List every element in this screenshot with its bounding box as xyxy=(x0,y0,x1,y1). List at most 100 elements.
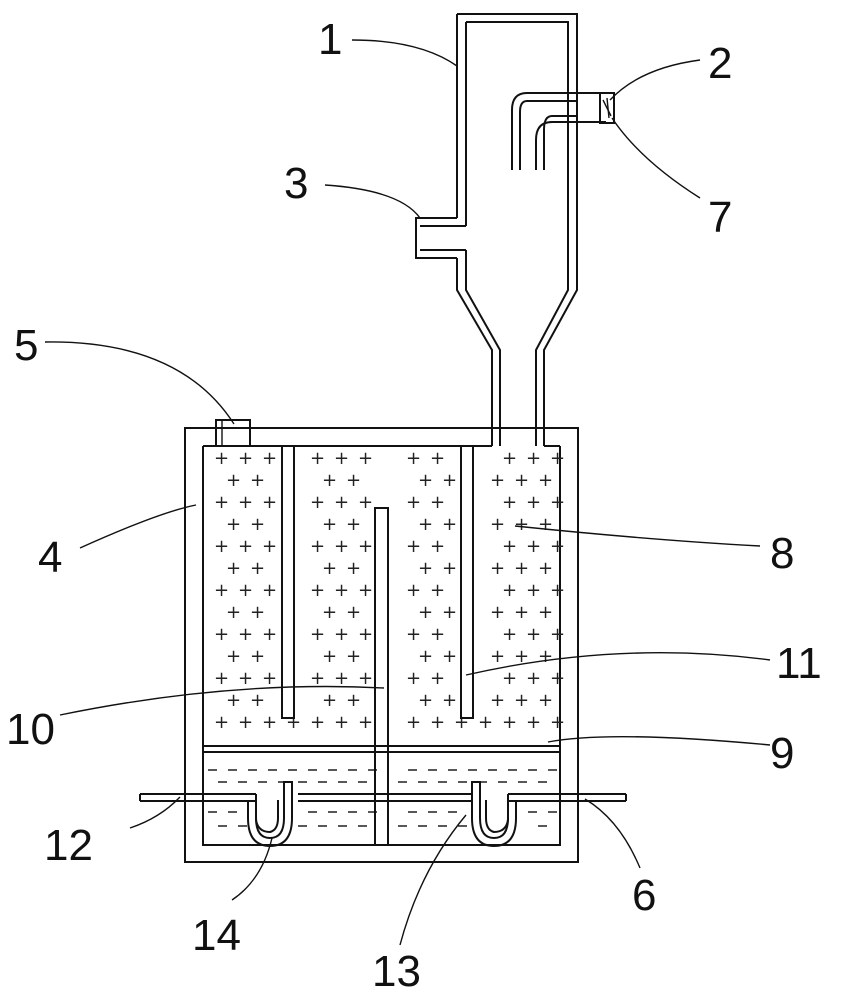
plus-mark: + xyxy=(490,514,505,535)
plus-mark: + xyxy=(526,448,541,469)
plus-mark: + xyxy=(502,492,517,513)
side-inlet-pipe xyxy=(415,217,466,259)
plus-mark: + xyxy=(238,624,253,645)
upper-column xyxy=(456,13,578,446)
tank xyxy=(184,427,579,863)
plus-mark: + xyxy=(214,668,229,689)
plus-mark: + xyxy=(214,712,229,733)
label-2: 2 xyxy=(708,39,732,88)
plus-mark: + xyxy=(538,602,553,623)
plus-mark: + xyxy=(502,712,517,733)
plus-mark: + xyxy=(250,646,265,667)
plus-mark: + xyxy=(358,536,373,557)
plus-mark: + xyxy=(502,668,517,689)
label-5: 5 xyxy=(14,321,38,370)
label-14: 14 xyxy=(192,911,241,960)
plus-mark: + xyxy=(550,712,565,733)
label-7: 7 xyxy=(708,193,732,242)
plus-mark: + xyxy=(226,558,241,579)
plus-mark: + xyxy=(238,536,253,557)
plus-mark: + xyxy=(502,624,517,645)
plus-mark: + xyxy=(514,690,529,711)
plus-mark: + xyxy=(250,690,265,711)
plus-mark: + xyxy=(490,646,505,667)
plus-mark: + xyxy=(358,712,373,733)
left-u-tube xyxy=(247,781,293,848)
plus-mark: + xyxy=(262,580,277,601)
plus-mark: + xyxy=(490,602,505,623)
plus-mark: + xyxy=(490,690,505,711)
plus-mark: + xyxy=(358,668,373,689)
plus-mark: + xyxy=(310,492,325,513)
plus-mark: + xyxy=(526,712,541,733)
plus-mark: + xyxy=(442,646,457,667)
plus-mark: + xyxy=(430,668,445,689)
bottom-pipe xyxy=(139,793,627,802)
plus-mark: + xyxy=(262,448,277,469)
plus-mark: + xyxy=(406,448,421,469)
plus-mark: + xyxy=(478,712,493,733)
plus-mark: + xyxy=(214,580,229,601)
label-6: 6 xyxy=(632,871,656,920)
plus-mark: + xyxy=(334,536,349,557)
plus-mark: + xyxy=(430,712,445,733)
plus-mark: + xyxy=(526,624,541,645)
plus-mark: + xyxy=(430,536,445,557)
right-u-tube xyxy=(471,781,517,848)
plus-mark: + xyxy=(262,668,277,689)
plus-mark: + xyxy=(418,690,433,711)
plus-mark: + xyxy=(538,470,553,491)
plus-mark: + xyxy=(550,624,565,645)
plus-mark: + xyxy=(538,646,553,667)
plus-mark: + xyxy=(502,580,517,601)
plus-mark: + xyxy=(406,492,421,513)
fill-port-cap xyxy=(215,419,251,447)
label-3: 3 xyxy=(284,159,308,208)
plus-mark: + xyxy=(418,558,433,579)
plus-mark: + xyxy=(442,602,457,623)
plus-mark: + xyxy=(538,690,553,711)
plus-mark: + xyxy=(550,448,565,469)
plus-mark: + xyxy=(310,448,325,469)
liquid-layer xyxy=(208,769,557,827)
plus-mark: + xyxy=(418,514,433,535)
plus-mark: + xyxy=(406,624,421,645)
plus-mark: + xyxy=(358,624,373,645)
plus-mark: + xyxy=(322,646,337,667)
plus-mark: + xyxy=(250,602,265,623)
plus-mark: + xyxy=(250,470,265,491)
plus-mark: + xyxy=(310,536,325,557)
plus-mark: + xyxy=(550,536,565,557)
plus-mark: + xyxy=(514,558,529,579)
plus-mark: + xyxy=(238,492,253,513)
plus-mark: + xyxy=(550,580,565,601)
plus-mark: + xyxy=(334,580,349,601)
plus-mark: + xyxy=(346,646,361,667)
plus-mark: + xyxy=(526,536,541,557)
bent-outlet-pipe xyxy=(511,92,606,170)
plus-mark: + xyxy=(322,514,337,535)
plus-mark: + xyxy=(418,602,433,623)
plus-mark: + xyxy=(334,668,349,689)
plus-mark: + xyxy=(490,470,505,491)
label-13: 13 xyxy=(372,947,421,996)
plus-mark: + xyxy=(514,602,529,623)
plus-mark: + xyxy=(442,690,457,711)
right-tube xyxy=(460,446,474,719)
plus-mark: + xyxy=(322,470,337,491)
center-rod xyxy=(374,507,389,845)
plus-mark: + xyxy=(250,514,265,535)
plus-mark: + xyxy=(418,470,433,491)
plus-mark: + xyxy=(526,668,541,689)
plus-mark: + xyxy=(238,580,253,601)
plus-mark: + xyxy=(226,602,241,623)
plus-mark: + xyxy=(526,492,541,513)
plus-mark: + xyxy=(262,624,277,645)
plus-mark: + xyxy=(430,580,445,601)
plus-mark: + xyxy=(214,448,229,469)
plus-mark: + xyxy=(538,558,553,579)
plus-mark: + xyxy=(346,690,361,711)
plus-mark: + xyxy=(238,668,253,689)
plus-mark: + xyxy=(358,580,373,601)
plus-mark: + xyxy=(346,558,361,579)
